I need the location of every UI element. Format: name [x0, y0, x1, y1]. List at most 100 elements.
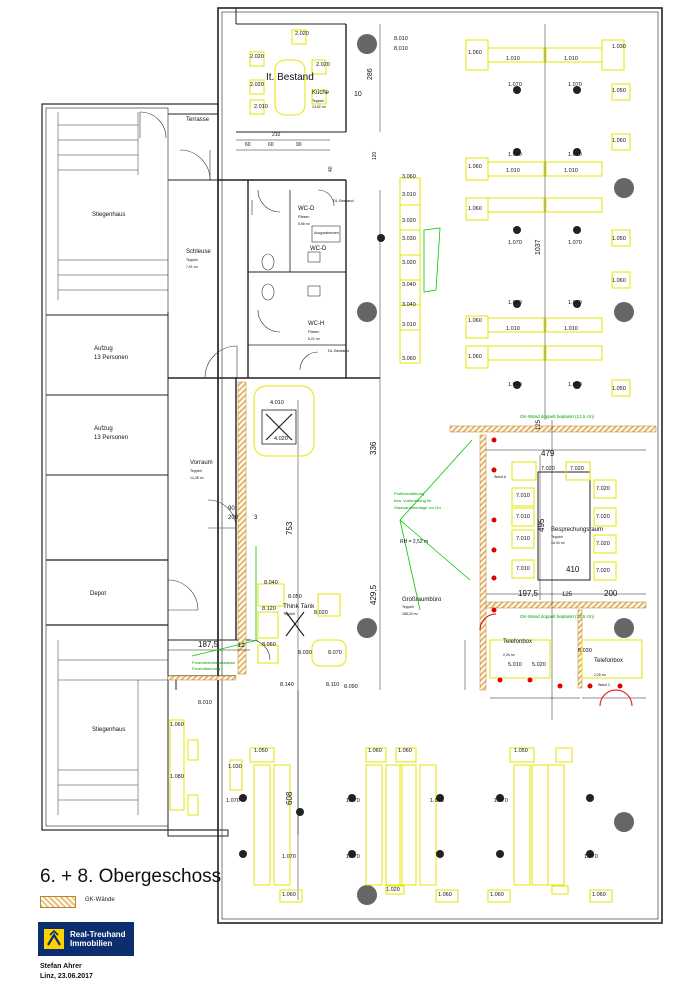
code: 3.020: [402, 260, 416, 266]
company-logo: Real-Treuhand Immobilien: [38, 922, 134, 956]
dim-90b: 90: [228, 506, 235, 512]
code: 1.050: [514, 748, 528, 754]
code: 8.050: [288, 594, 302, 600]
code: 1.070: [568, 382, 582, 388]
label-ausgussbecken: Ausgussbecken: [314, 231, 339, 235]
code: 3.030: [402, 236, 416, 242]
code: 1.080: [170, 774, 184, 780]
furniture: [169, 29, 643, 903]
dim-200: 200: [228, 515, 239, 521]
code: 1.070: [346, 854, 360, 860]
room-besprechungsraum: Besprechungsraum: [551, 527, 603, 533]
note-gk-wand-top: GK-Wand doppelt beplankt (12,5 cm): [520, 414, 595, 419]
gk-walls: [167, 381, 657, 691]
note-gk-wand-mid: GK-Wand doppelt beplankt (12,5 cm): [520, 614, 595, 619]
code: 7.020: [541, 466, 555, 472]
room-wc-h: WC-H: [308, 321, 324, 327]
red-markers: [479, 437, 633, 707]
code: 1.030: [228, 764, 242, 770]
dim-210: 210: [272, 132, 281, 138]
text-layer: Terrasse Stiegenhaus Schleuse Teppich 7,…: [90, 72, 623, 733]
outer-walls: [41, 7, 663, 924]
legend-gk-swatch: [40, 896, 76, 908]
pillars: [357, 34, 634, 905]
dim-187-5: 187,5: [198, 640, 219, 649]
code: 4.010: [270, 400, 284, 406]
dim-60a: 60: [245, 142, 251, 148]
dim-40: 40: [328, 166, 334, 172]
code: 1.070: [508, 152, 522, 158]
drawing-title: 6. + 8. Obergeschoss: [40, 866, 222, 887]
code: 1.010: [506, 56, 520, 62]
code: 2.020: [250, 54, 264, 60]
code: 8.010: [198, 700, 212, 706]
legend-gk-label: GK-Wände: [85, 897, 115, 903]
code: 3.020: [402, 218, 416, 224]
code: 1.070: [508, 240, 522, 246]
code: 1.060: [490, 892, 504, 898]
code: 1.070: [584, 854, 598, 860]
code: 1.070: [508, 300, 522, 306]
room-telefonbox-1: Telefonbox: [503, 639, 532, 645]
code: 1.070: [568, 300, 582, 306]
room-wc-d-floor: Fliesen: [298, 215, 309, 219]
code: 1.060: [398, 748, 412, 754]
code: 1.060: [282, 892, 296, 898]
dim-197-5: 197,5: [518, 589, 539, 598]
code: 8.040: [264, 580, 278, 586]
code: 5.020: [532, 662, 546, 668]
doors: [139, 111, 335, 661]
room-stiegenhaus-top: Stiegenhaus: [92, 212, 125, 218]
code: 8.120: [262, 606, 276, 612]
room-kueche: Küche: [312, 90, 330, 96]
inner-walls: [168, 23, 380, 690]
room-think-tank-floor: Teppich: [283, 612, 295, 616]
code: 2.020: [295, 31, 309, 37]
code: 7.010: [516, 514, 530, 520]
code: 1.070: [494, 798, 508, 804]
code: 1.060: [468, 206, 482, 212]
room-besprechung-area: 16,04 m²: [551, 541, 566, 545]
code: 1.060: [612, 138, 626, 144]
room-think-tank: Think Tank: [283, 603, 315, 610]
room-aufzug-1-capacity: 13 Personen: [94, 355, 128, 361]
code: 4.020: [274, 436, 288, 442]
code: 1.070: [226, 798, 240, 804]
dim-10: 10: [354, 91, 362, 98]
code: 1.070: [508, 382, 522, 388]
green-note-layer: GK-Wand doppelt beplankt (12,5 cm) GK-Wa…: [192, 414, 595, 671]
code: 1.060: [170, 722, 184, 728]
code: 7.020: [570, 466, 584, 472]
code: 8.010: [394, 46, 408, 52]
company-name-line-1: Real-Treuhand: [70, 930, 126, 939]
shaft-x: [261, 409, 305, 637]
room-it-bestand: It. Bestand: [266, 72, 314, 83]
code: 1.060: [612, 278, 626, 284]
chairs: [239, 86, 594, 858]
code: 1.010: [506, 326, 520, 332]
note-feuer-2: Feuerdämmung: [192, 666, 220, 671]
dim-120: 120: [372, 151, 378, 160]
room-kueche-floor: Teppich: [312, 99, 324, 103]
code: 1.060: [468, 354, 482, 360]
dim-125b: 125: [536, 419, 542, 430]
code: 8.140: [280, 682, 294, 688]
author-date: Linz, 23.06.2017: [40, 973, 93, 980]
label-wand-c: Wand C: [598, 683, 611, 687]
green-annotations: [191, 227, 473, 657]
code: 2.020: [250, 82, 264, 88]
room-besprechung-floor: Teppich: [551, 535, 563, 539]
dim-3: 3: [254, 515, 258, 521]
code: 5.030: [578, 648, 592, 654]
room-telefonbox-2-area: 2,26 m²: [594, 673, 607, 677]
code: 3.010: [402, 192, 416, 198]
code: 1.030: [612, 44, 626, 50]
note-profil-3: Glaswandmontage vor Ort: [394, 505, 442, 510]
code: 2.020: [316, 62, 330, 68]
dim-60b: 60: [268, 142, 274, 148]
room-telefonbox-2: Telefonbox: [594, 658, 623, 664]
code: 1.070: [508, 82, 522, 88]
room-aufzug-2: Aufzug: [94, 426, 113, 432]
room-schleuse-area: 7,91 m²: [186, 265, 199, 269]
